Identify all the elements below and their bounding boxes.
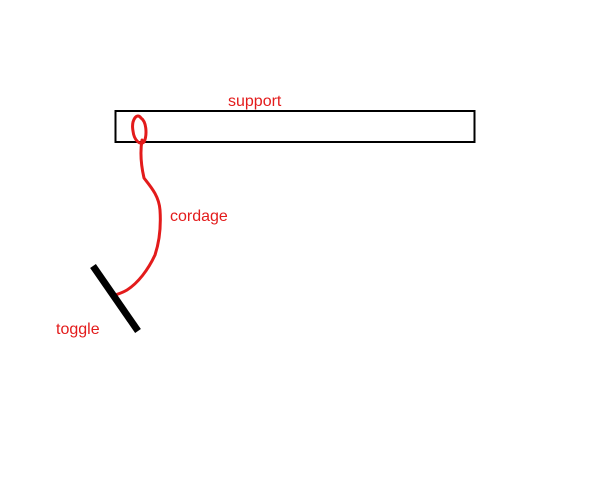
toggle-stick bbox=[90, 264, 141, 333]
toggle-label: toggle bbox=[56, 321, 100, 338]
cordage-label: cordage bbox=[170, 208, 228, 225]
support-beam bbox=[114, 110, 476, 143]
support-label: support bbox=[228, 93, 282, 110]
cordage-line bbox=[113, 138, 162, 297]
cordage-loop bbox=[131, 114, 148, 145]
